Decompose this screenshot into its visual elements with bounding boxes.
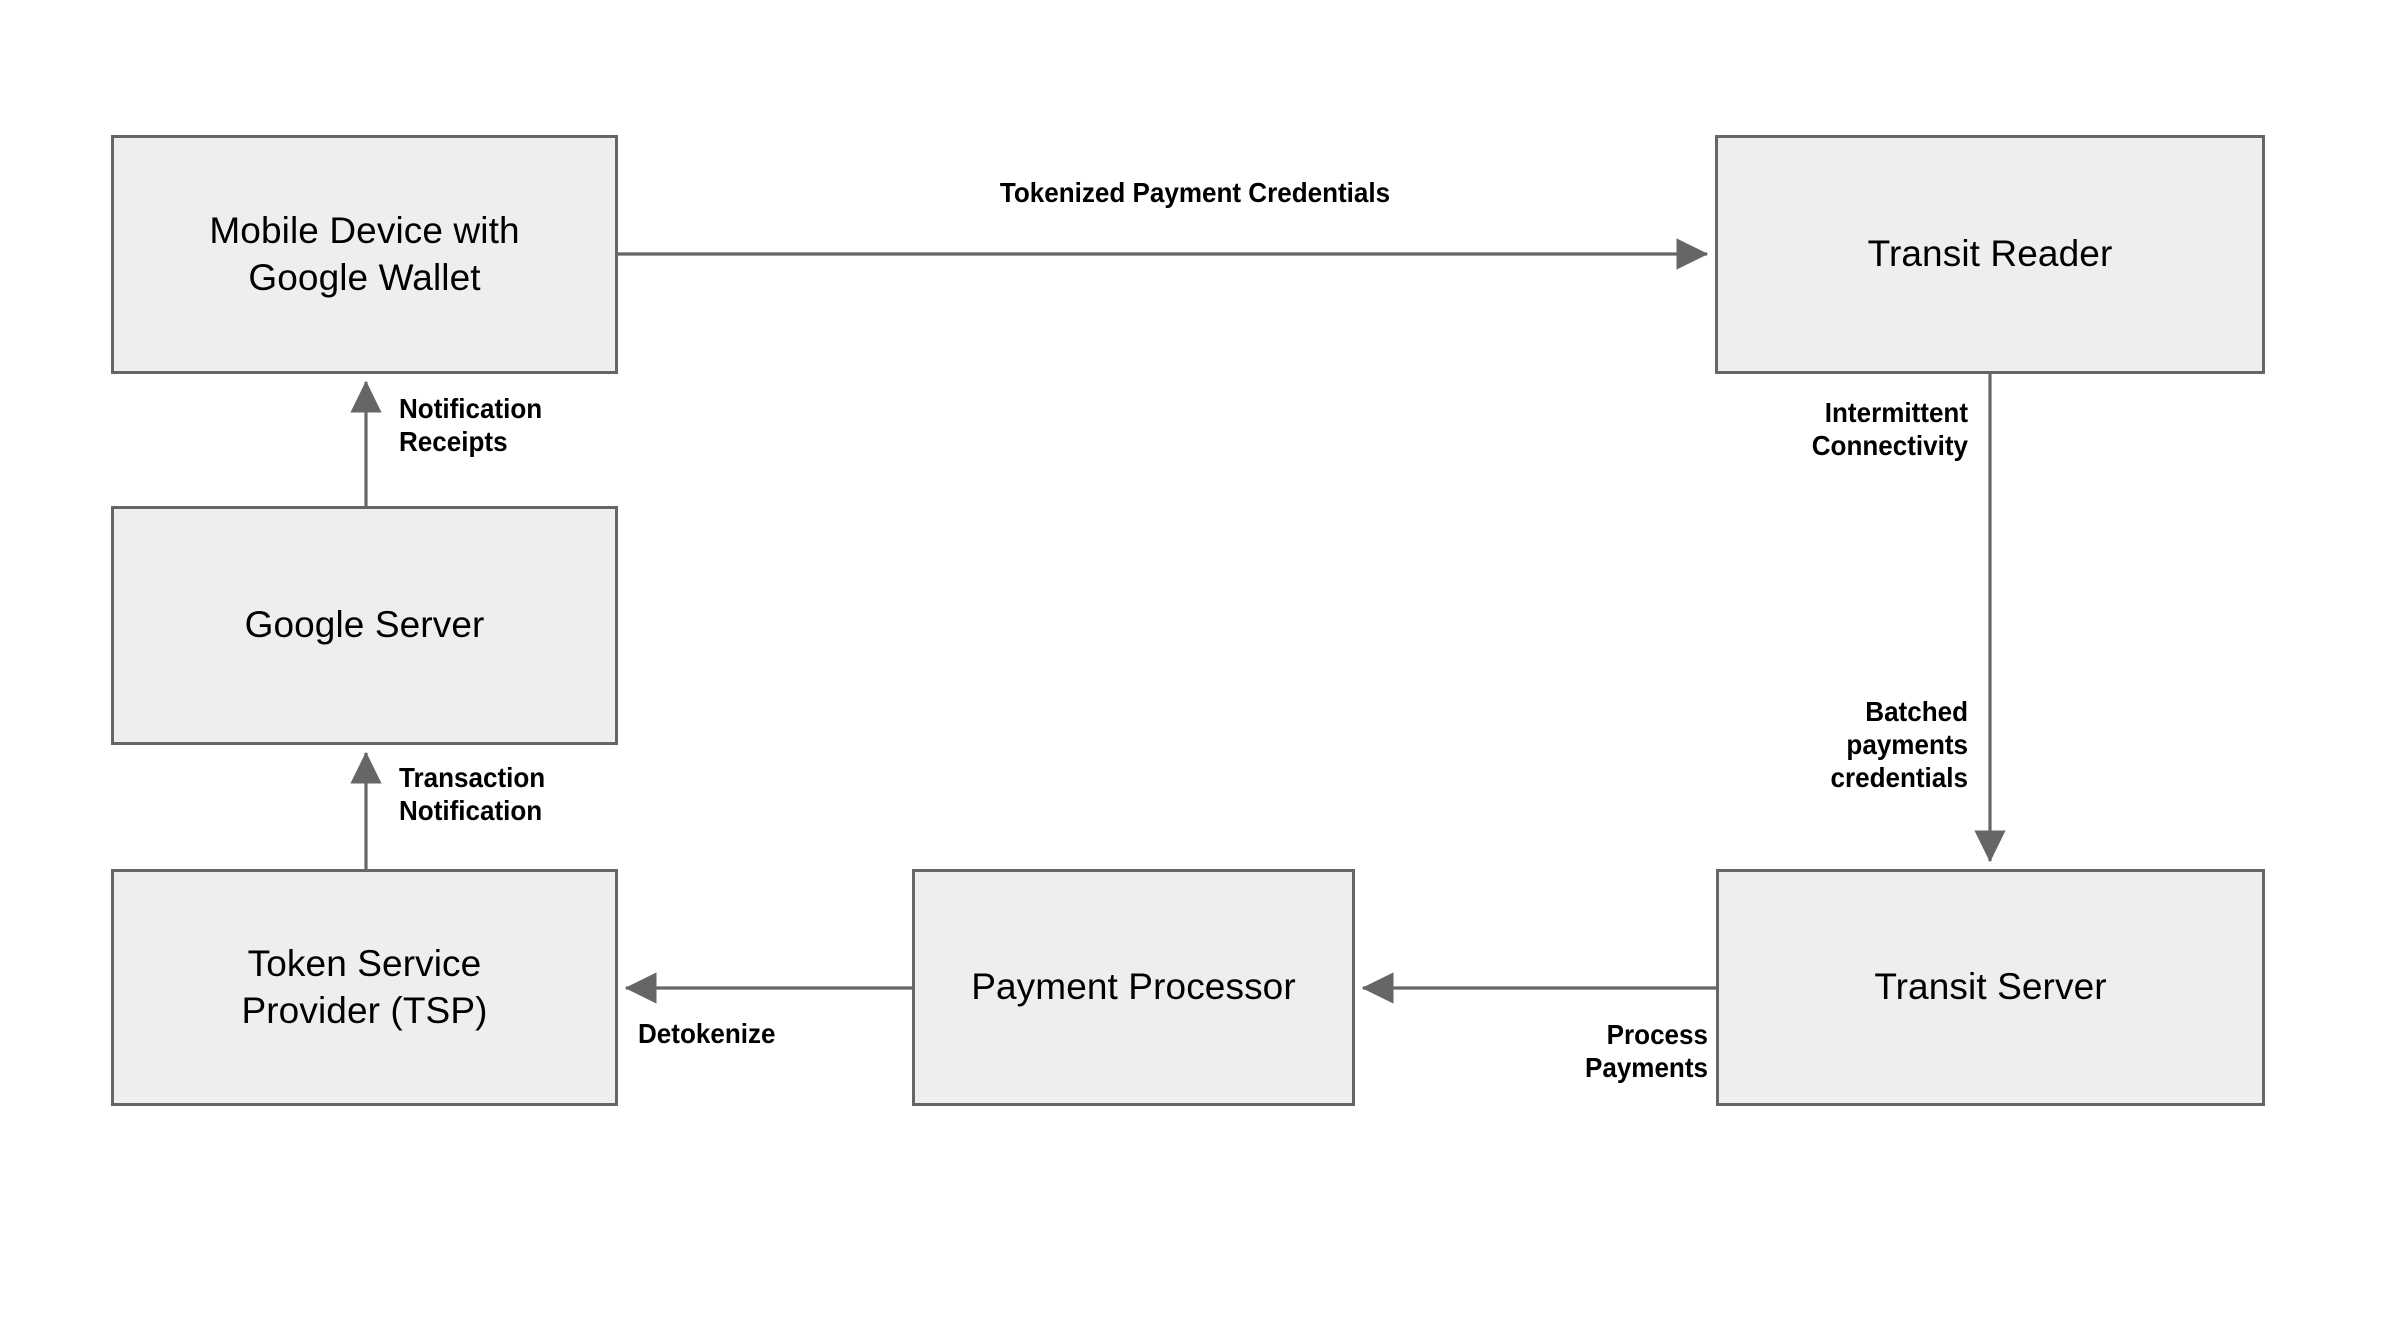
node-label: Transit Server bbox=[1874, 966, 2107, 1008]
node-label: Mobile Device with Google Wallet bbox=[209, 210, 520, 298]
edge-label-transaction-notification: Transaction Notification bbox=[399, 762, 546, 826]
node-label: Payment Processor bbox=[971, 966, 1296, 1008]
edge-label-process-payments: Process Payments bbox=[1584, 1019, 1708, 1083]
edge-label-batched-payments-credentials: Batched payments credentials bbox=[1830, 696, 1968, 793]
edge-label-intermittent-connectivity: Intermittent Connectivity bbox=[1811, 397, 1968, 461]
node-google-server[interactable]: Google Server bbox=[111, 506, 618, 745]
node-mobile-device-with-google-wallet[interactable]: Mobile Device with Google Wallet bbox=[111, 135, 618, 374]
node-transit-server[interactable]: Transit Server bbox=[1716, 869, 2265, 1106]
node-label: Google Server bbox=[244, 604, 485, 646]
node-label: Transit Reader bbox=[1867, 233, 2113, 275]
node-payment-processor[interactable]: Payment Processor bbox=[912, 869, 1355, 1106]
edge-label-notification-receipts: Notification Receipts bbox=[399, 393, 543, 457]
edge-label-tokenized-payment-credentials: Tokenized Payment Credentials bbox=[999, 177, 1391, 208]
edge-label-detokenize: Detokenize bbox=[638, 1018, 776, 1049]
node-label: Token Service Provider (TSP) bbox=[241, 943, 488, 1031]
node-transit-reader[interactable]: Transit Reader bbox=[1715, 135, 2265, 374]
node-token-service-provider[interactable]: Token Service Provider (TSP) bbox=[111, 869, 618, 1106]
